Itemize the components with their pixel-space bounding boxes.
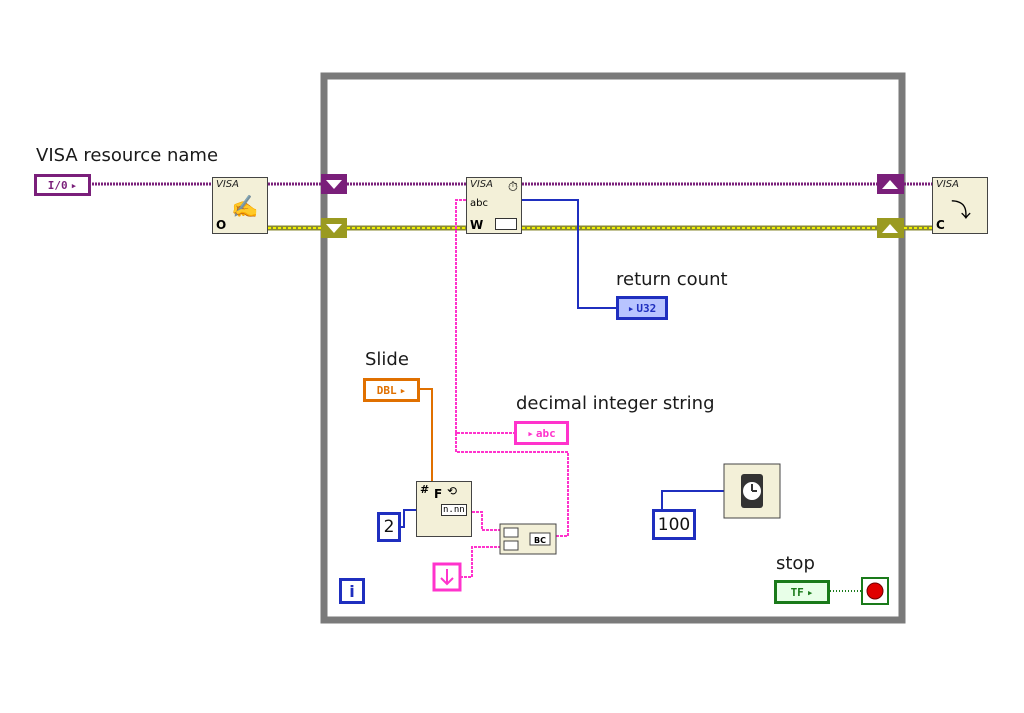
clock-icon: ⏱ bbox=[507, 179, 518, 194]
format-hash: # bbox=[420, 483, 430, 496]
iteration-terminal: i bbox=[339, 578, 365, 604]
visa-close-node[interactable]: VISA ⤵ C bbox=[932, 177, 988, 234]
decimal-integer-string-label: decimal integer string bbox=[516, 393, 715, 414]
arrow-right-icon: ▸ bbox=[70, 178, 78, 192]
return-count-label: return count bbox=[616, 269, 728, 290]
slide-wire bbox=[420, 388, 433, 482]
arrow-right-icon: ▸ bbox=[527, 426, 534, 440]
concatenate-strings-node[interactable]: BC bbox=[499, 523, 557, 555]
tf-type-text: TF bbox=[790, 585, 804, 599]
return-count-wire bbox=[520, 199, 616, 309]
visa-resource-control[interactable]: I/0 ▸ bbox=[34, 174, 91, 196]
stop-condition-terminal[interactable] bbox=[861, 577, 889, 605]
precision-constant[interactable]: 2 bbox=[377, 512, 401, 542]
format-icon: ⟲ bbox=[447, 484, 458, 498]
visa-shift-register-right[interactable] bbox=[877, 174, 904, 194]
slide-label: Slide bbox=[365, 349, 409, 370]
return-count-indicator[interactable]: ▸ U32 bbox=[616, 296, 668, 320]
wait-ms-node[interactable] bbox=[723, 463, 781, 519]
stop-label: stop bbox=[776, 553, 815, 574]
visa-open-node[interactable]: VISA ✍ O bbox=[212, 177, 268, 234]
visa-write-abc: abc bbox=[470, 198, 488, 209]
empty-string-constant[interactable] bbox=[432, 562, 462, 592]
visa-write-letter: W bbox=[470, 218, 484, 232]
visa-open-tag: VISA bbox=[216, 179, 239, 190]
precision-wire bbox=[400, 509, 416, 528]
arrow-right-icon: ▸ bbox=[399, 383, 407, 397]
format-value-node[interactable]: # F ⟲ n.nn bbox=[416, 481, 472, 537]
stop-control[interactable]: TF ▸ bbox=[774, 580, 830, 604]
u32-type-text: U32 bbox=[636, 301, 657, 315]
decimal-integer-string-indicator[interactable]: ▸ abc bbox=[514, 421, 569, 445]
abc-type-text: abc bbox=[535, 426, 556, 440]
wait-ms-constant[interactable]: 100 bbox=[652, 509, 696, 540]
svg-text:BC: BC bbox=[534, 536, 546, 545]
arrow-right-icon: ▸ bbox=[806, 585, 814, 599]
visa-close-icon: ⤵ bbox=[951, 200, 971, 222]
visa-write-node[interactable]: VISA ⏱ abc W bbox=[466, 177, 522, 234]
format-nnn: n.nn bbox=[441, 504, 467, 516]
while-loop[interactable] bbox=[320, 72, 906, 624]
visa-shift-register-left[interactable] bbox=[321, 174, 347, 194]
visa-close-tag: VISA bbox=[936, 179, 959, 190]
dbl-type-text: DBL bbox=[376, 383, 397, 397]
visa-open-icon: ✍ bbox=[231, 194, 259, 219]
slide-control[interactable]: DBL ▸ bbox=[363, 378, 420, 402]
error-shift-register-left[interactable] bbox=[321, 218, 347, 238]
visa-resource-name-label: VISA resource name bbox=[36, 145, 219, 166]
visa-open-letter: O bbox=[216, 218, 227, 232]
visa-write-tag: VISA bbox=[470, 179, 493, 190]
buffer-icon bbox=[495, 218, 517, 230]
arrow-right-icon: ▸ bbox=[627, 301, 635, 315]
format-f: F bbox=[434, 487, 443, 501]
string-wires bbox=[455, 199, 569, 578]
wait-wire bbox=[661, 490, 724, 510]
visa-close-letter: C bbox=[936, 218, 945, 232]
error-shift-register-right[interactable] bbox=[877, 218, 904, 238]
visa-io-text: I/0 bbox=[47, 178, 68, 192]
